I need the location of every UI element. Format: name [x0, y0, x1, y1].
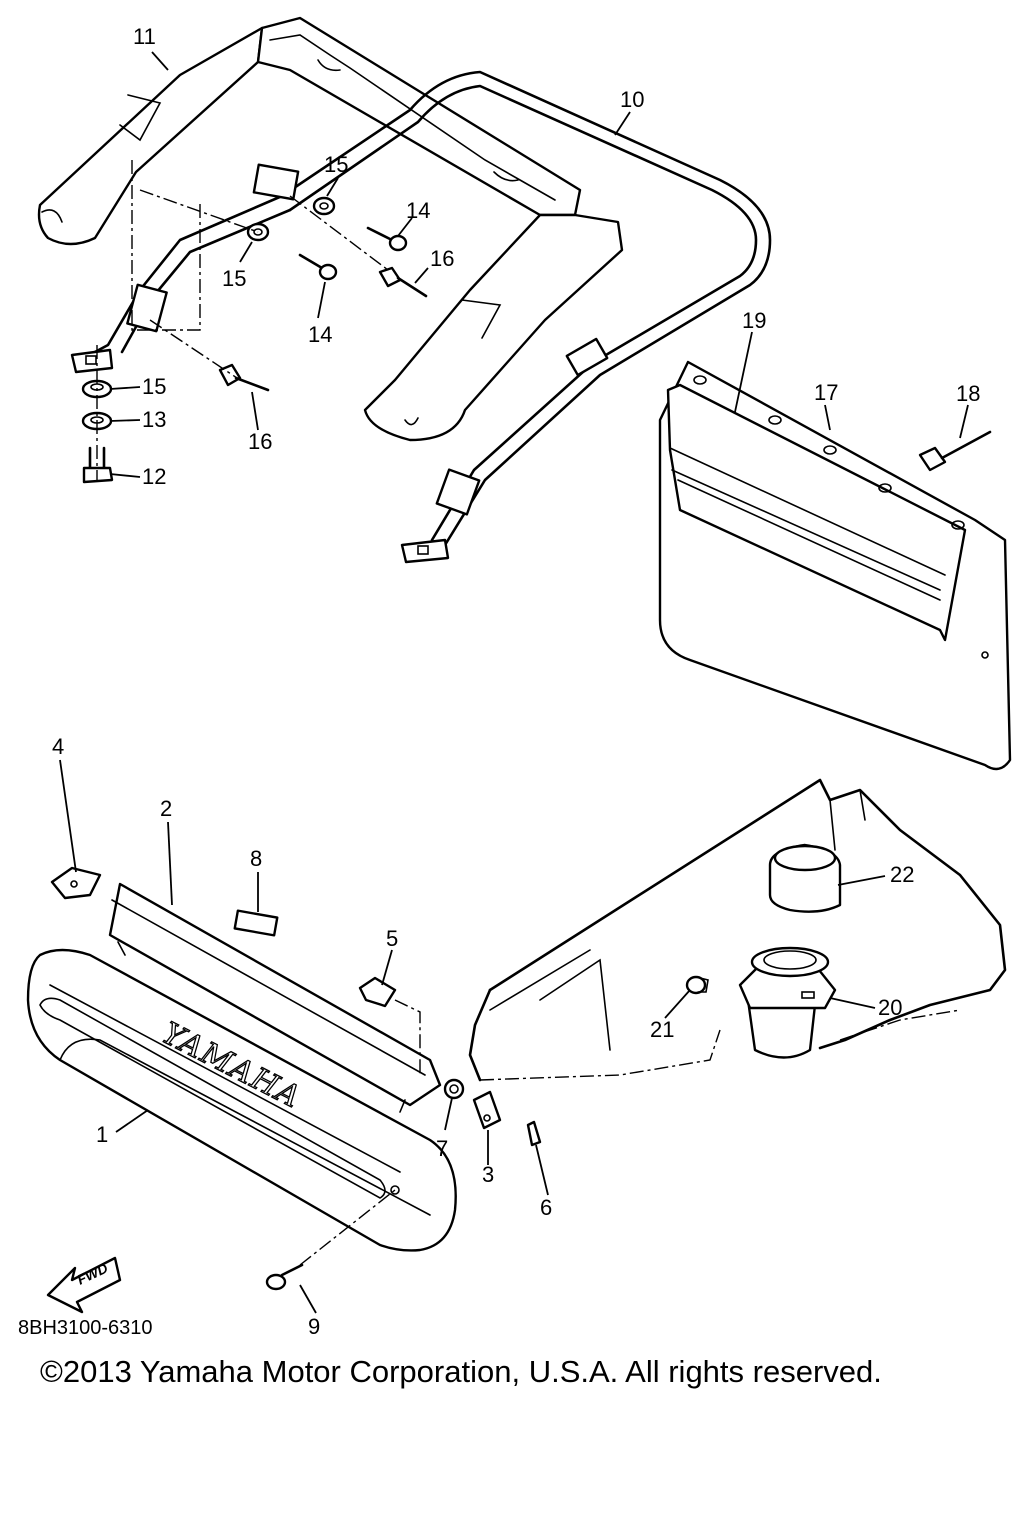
- callout-16-b: 16: [248, 429, 272, 454]
- callout-16-a: 16: [430, 246, 454, 271]
- cap-part-22: [768, 843, 842, 913]
- callout-21: 21: [650, 1017, 674, 1042]
- fasteners-rack: [81, 160, 428, 484]
- callout-8: 8: [250, 846, 262, 871]
- callout-18: 18: [956, 381, 980, 406]
- plug-part-21: [685, 975, 709, 995]
- callout-11: 11: [133, 24, 156, 49]
- callout-4: 4: [52, 734, 64, 759]
- callout-1: 1: [96, 1122, 108, 1147]
- callout-20: 20: [878, 995, 902, 1020]
- callout-12: 12: [142, 464, 166, 489]
- callout-14-a: 14: [406, 198, 430, 223]
- callout-15-c: 15: [142, 374, 166, 399]
- small-parts-bumper: [50, 866, 542, 1291]
- callout-9: 9: [308, 1314, 320, 1339]
- callout-5: 5: [386, 926, 398, 951]
- callout-6: 6: [540, 1195, 552, 1220]
- callout-19: 19: [742, 308, 766, 333]
- callout-14-b: 14: [308, 322, 332, 347]
- fwd-arrow-icon: FWD: [46, 1256, 122, 1314]
- bar-part-2: [108, 882, 442, 1113]
- callout-15-a: 15: [324, 152, 348, 177]
- callout-10: 10: [620, 87, 644, 112]
- filler-part-20: [738, 946, 837, 1059]
- copyright-notice: ©2013 Yamaha Motor Corporation, U.S.A. A…: [40, 1354, 882, 1389]
- callout-2: 2: [160, 796, 172, 821]
- rivet-part-18: [918, 430, 992, 472]
- rack-frame-part-10: [70, 70, 772, 564]
- callout-17: 17: [814, 380, 838, 405]
- rack-cover-part-11: [37, 16, 624, 442]
- callout-3: 3: [482, 1162, 494, 1187]
- callout-labels: 11 10 15 14 15 16 14 15 13 12 16 19 17 1…: [52, 24, 980, 1339]
- mud-flap-part-17: [658, 360, 1012, 771]
- callout-7: 7: [436, 1136, 448, 1161]
- leader-lines: [59, 51, 969, 1314]
- tank-body: [468, 778, 1007, 1082]
- callout-13: 13: [142, 407, 166, 432]
- callout-15-b: 15: [222, 266, 246, 291]
- callout-22: 22: [890, 862, 914, 887]
- catalog-code: 8BH3100-6310: [18, 1317, 153, 1339]
